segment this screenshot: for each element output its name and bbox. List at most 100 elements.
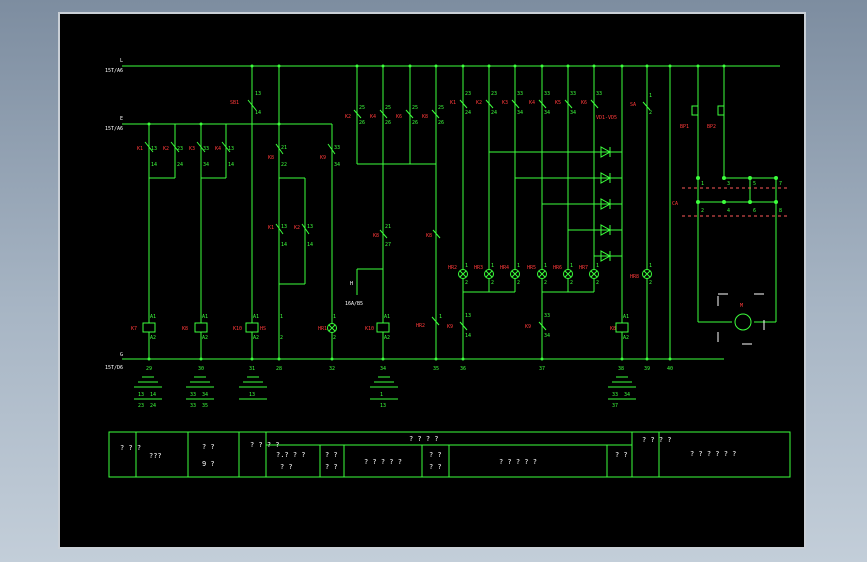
- contact-k8: [275, 143, 284, 155]
- contact-k9b: [379, 229, 388, 239]
- wire-number-label: 34: [544, 110, 550, 116]
- wire-number-label: 14: [228, 162, 234, 168]
- wire-number-label: 1: [333, 314, 336, 320]
- contact-k10: [275, 223, 284, 235]
- wire-number-label: 2: [280, 335, 283, 341]
- coil-k1: [142, 322, 156, 333]
- wire-number-label: 39: [644, 366, 650, 372]
- label-hr2-lamp: HR2: [448, 265, 457, 271]
- wire-number-label: 14: [150, 392, 156, 398]
- tb-cell-5e: ? ? ? ? ?: [499, 458, 537, 466]
- lamp-hr4: [510, 269, 520, 279]
- wire-number-label: 6: [753, 208, 756, 214]
- tb-cell-5b2: ? ?: [325, 463, 338, 471]
- label-k4d: K4: [529, 100, 535, 106]
- contact-k4: [221, 141, 231, 153]
- wire-number-label: 13: [255, 91, 261, 97]
- contact-sa: [642, 101, 651, 111]
- diode-1: [600, 146, 612, 158]
- contact-k3: [196, 141, 206, 153]
- title-block-text: ? ? ? ??? ? ? 9 ? ? ? ? ? ? ? ? ? ?.? ? …: [120, 435, 736, 471]
- label-ca: CA: [672, 201, 678, 207]
- wire-number-label: 28: [276, 366, 282, 372]
- wire-number-label: 2: [517, 280, 520, 286]
- lamp-hr6: [563, 269, 573, 279]
- label-sb1: SB1: [230, 100, 239, 106]
- lamp-hr7: [589, 269, 599, 279]
- label-h: H: [350, 281, 353, 287]
- wire-number-label: 25: [385, 105, 391, 111]
- contact-lamp4: [538, 99, 547, 109]
- label-k8g: K8: [610, 326, 616, 332]
- label-m: M: [740, 303, 743, 309]
- wire-number-label: 23: [138, 403, 144, 409]
- wire-number-label: A1: [253, 314, 259, 320]
- wire-number-label: 7: [779, 181, 782, 187]
- contact-k6b: [538, 321, 547, 331]
- wire-number-label: 30: [198, 366, 204, 372]
- tb-cell-6: ? ? ? ?: [642, 436, 672, 444]
- wire-number-label: 14: [255, 110, 261, 116]
- wire-number-label: 1: [570, 263, 573, 269]
- wire-number-label: 2: [491, 280, 494, 286]
- label-hr5: HR5: [527, 265, 536, 271]
- diode-4: [600, 224, 612, 236]
- wire-number-label: 38: [618, 366, 624, 372]
- wire-number-label: 35: [433, 366, 439, 372]
- label-k9c: K9: [525, 324, 531, 330]
- wire-number-label: 1: [596, 263, 599, 269]
- terminal-symbols: [134, 376, 636, 400]
- wire-number-label: 40: [667, 366, 673, 372]
- label-hr3: HR3: [474, 265, 483, 271]
- wire-number-label: 2: [649, 110, 652, 116]
- lamp-hr3: [484, 269, 494, 279]
- wire-number-label: 29: [146, 366, 152, 372]
- wire-number-label: 1: [701, 181, 704, 187]
- lamp-hr1: [327, 323, 337, 333]
- tb-cell-7: ? ? ? ? ? ?: [690, 450, 736, 458]
- rail-g-sub: 15T/D6: [105, 365, 123, 371]
- wire-number-label: 34: [380, 366, 386, 372]
- wire-number-label: 34: [544, 333, 550, 339]
- wire-number-label: 33: [334, 145, 340, 151]
- label-k2b: K2: [294, 225, 300, 231]
- wire-number-label: 34: [202, 392, 208, 398]
- wire-number-label: 22: [281, 162, 287, 168]
- contact-lamp1: [459, 99, 468, 109]
- label-k3-contact: K3: [189, 146, 195, 152]
- wire-number-label: 1: [439, 314, 442, 320]
- wire-number-label: 14: [281, 242, 287, 248]
- coil-k10: [376, 322, 390, 333]
- selector-switch: [682, 187, 790, 217]
- label-hr1: HR1: [318, 326, 327, 332]
- contact-lamp5: [564, 99, 573, 109]
- contact-k7: [405, 109, 414, 119]
- tb-cell-5-top: ? ? ? ?: [409, 435, 439, 443]
- wire-number-label: A2: [623, 335, 629, 341]
- wire-number-label: 1: [649, 93, 652, 99]
- tb-cell-3b: 9 ?: [202, 460, 215, 468]
- wire-number-label: 36: [460, 366, 466, 372]
- wire-number-label: A1: [202, 314, 208, 320]
- tb-cell-5d: ? ?: [429, 451, 442, 459]
- wire-number-label: 1: [491, 263, 494, 269]
- wire-number-label: 32: [329, 366, 335, 372]
- tb-cell-1: ? ? ?: [120, 444, 141, 452]
- wire-number-label: 34: [334, 162, 340, 168]
- wire-number-label: 2: [649, 280, 652, 286]
- wire-number-label: 35: [202, 403, 208, 409]
- label-k8d: K8: [373, 233, 379, 239]
- contact-k2: [170, 141, 180, 153]
- label-k9b: K9: [447, 324, 453, 330]
- wire-number-label: A2: [150, 335, 156, 341]
- rail-e-label: E: [120, 116, 123, 122]
- label-k5d: K5: [555, 100, 561, 106]
- drawing-sheet: L 15T/A6 E 15T/A6 G 15T/D6 SB1 K1 K2 K3 …: [58, 12, 806, 549]
- label-k9: K9: [320, 155, 326, 161]
- wire-number-label: 21: [385, 224, 391, 230]
- wire-number-label: 1: [649, 263, 652, 269]
- diode-2: [600, 172, 612, 184]
- wire-number-label: 1: [380, 392, 383, 398]
- tb-cell-2: ???: [149, 452, 162, 460]
- label-k6c: K6: [396, 114, 402, 120]
